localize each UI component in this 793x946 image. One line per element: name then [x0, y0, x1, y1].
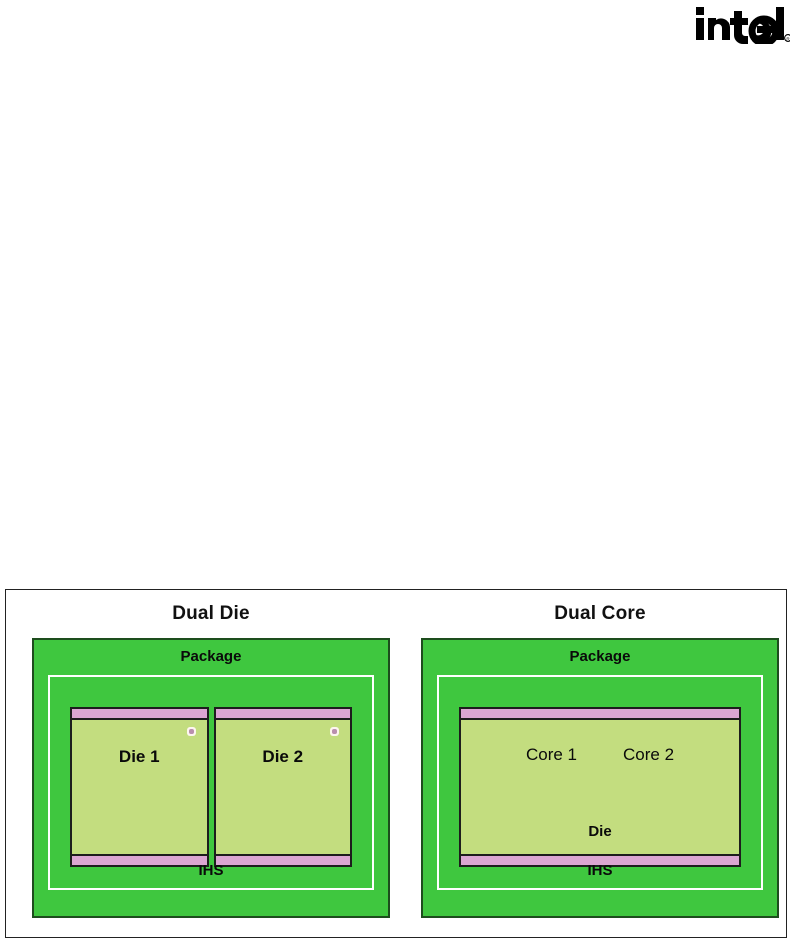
die-box-2: Die 2	[213, 707, 352, 867]
die-label-1: Die 1	[118, 747, 160, 766]
svg-text:R: R	[786, 36, 790, 41]
core-label-1: Core 1	[525, 745, 577, 764]
panel-dual-die: Dual Die Package Die 1 Die 2	[26, 590, 396, 937]
intel-logo: R	[694, 4, 792, 47]
package-label: Package	[569, 648, 631, 665]
die-band-top	[215, 709, 350, 720]
ihs-label: IHS	[198, 862, 224, 879]
ihs-box-dual-core: Core 1 Core 2 Die IHS	[437, 675, 763, 890]
cores-row: Core 1 Core 2	[461, 745, 739, 765]
figure-container: Dual Die Package Die 1 Die 2	[5, 589, 787, 938]
die-box-single: Core 1 Core 2 Die	[459, 707, 741, 867]
panel-title-dual-die: Dual Die	[172, 603, 250, 624]
die-band-bottom	[461, 854, 739, 865]
ihs-label: IHS	[587, 862, 613, 879]
die-strip: Core 1 Core 2 Die	[459, 707, 741, 867]
die-label-single: Die	[588, 823, 612, 840]
package-box-dual-core: Package Core 1 Core 2 Die IHS	[421, 638, 779, 918]
core-label-2: Core 2	[623, 745, 675, 764]
package-label: Package	[180, 648, 242, 665]
bond-pad-marker-icon	[186, 727, 196, 736]
die-strip: Die 1 Die 2	[70, 707, 352, 867]
panel-dual-core: Dual Core Package Core 1 Core 2 Die	[415, 590, 785, 937]
die-band-bottom	[215, 854, 350, 865]
die-band-top	[72, 709, 207, 720]
die-band-bottom	[72, 854, 207, 865]
ihs-box-dual-die: Die 1 Die 2 IHS	[48, 675, 374, 890]
bond-pad-marker-icon	[330, 727, 339, 736]
package-box-dual-die: Package Die 1 Die 2	[32, 638, 390, 918]
die-label-2: Die 2	[262, 747, 304, 766]
panel-title-dual-core: Dual Core	[554, 603, 646, 624]
die-box-1: Die 1	[70, 707, 209, 867]
die-band-top	[461, 709, 739, 720]
